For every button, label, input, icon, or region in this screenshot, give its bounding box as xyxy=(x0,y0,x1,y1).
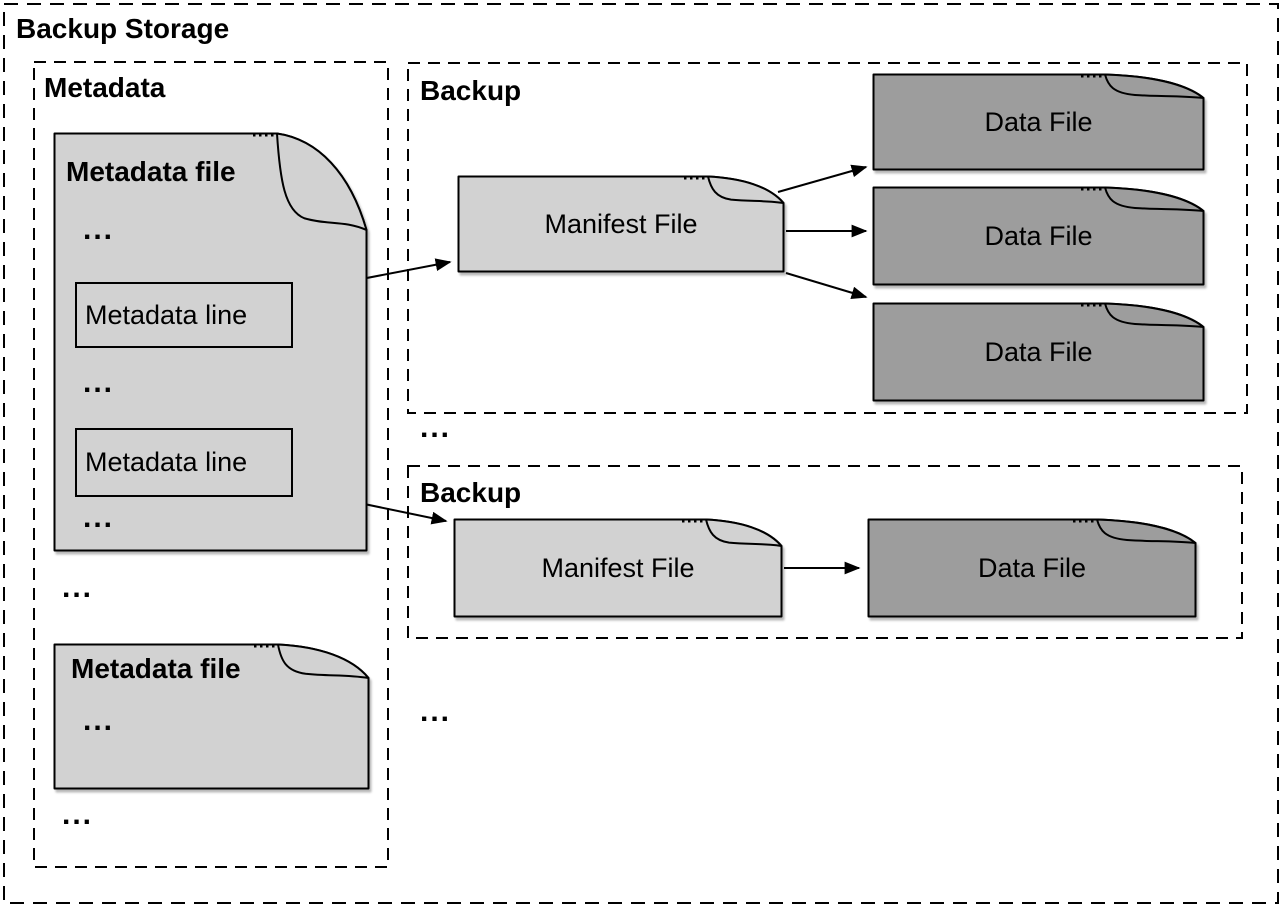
metadata-line-2: Metadata line xyxy=(75,428,293,497)
manifest-file-1: Manifest File xyxy=(457,175,785,273)
data-file-3-label: Data File xyxy=(984,337,1093,367)
file-fold-corner xyxy=(276,132,368,231)
metadata-file-1-title: Metadata file xyxy=(66,156,236,187)
file-fold-corner xyxy=(1096,518,1197,544)
metadata-line-2-label: Metadata line xyxy=(85,447,248,477)
metadata-file-1-ellipsis-3: ... xyxy=(83,501,115,534)
metadata-file-2-title: Metadata file xyxy=(71,653,241,684)
file-shape-svg xyxy=(53,643,370,790)
metadata-file-2: Metadata file ... xyxy=(53,643,370,790)
bottom-ellipsis: ... xyxy=(420,695,452,728)
file-shape-svg xyxy=(872,302,1205,402)
manifest-file-1-label: Manifest File xyxy=(544,209,698,239)
data-file-4: Data File xyxy=(867,518,1197,618)
metadata-group-ellipsis-1: ... xyxy=(62,571,94,604)
metadata-line-1-label: Metadata line xyxy=(85,299,248,330)
file-shape-svg xyxy=(867,518,1197,618)
file-fold-corner xyxy=(707,175,785,204)
manifest-file-2-label: Manifest File xyxy=(541,553,695,583)
arrow-manifest-1-to-data-file-3 xyxy=(785,272,868,299)
file-fold-corner xyxy=(277,643,370,679)
backups-ellipsis: ... xyxy=(420,411,452,444)
metadata-file-1: Metadata file ... Metadata line ... Meta… xyxy=(53,132,368,552)
metadata-file-1-ellipsis-2: ... xyxy=(83,366,115,399)
file-fold-corner xyxy=(1104,73,1205,99)
file-shape-svg xyxy=(872,73,1205,171)
file-shape-svg xyxy=(453,518,783,618)
metadata-line-1: Metadata line xyxy=(75,282,293,348)
file-shape-svg xyxy=(53,132,368,552)
data-file-3: Data File xyxy=(872,302,1205,402)
data-file-1-label: Data File xyxy=(984,107,1093,137)
data-file-1: Data File xyxy=(872,73,1205,171)
metadata-file-1-ellipsis-1: ... xyxy=(83,213,115,246)
file-fold-corner xyxy=(1104,302,1205,328)
arrow-manifest-1-to-data-file-1 xyxy=(777,164,868,193)
file-fold-corner xyxy=(705,518,783,547)
metadata-group-ellipsis-2: ... xyxy=(62,798,94,831)
manifest-file-2: Manifest File xyxy=(453,518,783,618)
backup-bottom-group-label: Backup xyxy=(420,477,522,508)
metadata-group-label: Metadata xyxy=(44,72,166,103)
backup-top-group-label: Backup xyxy=(420,75,522,106)
file-fold-corner xyxy=(1104,186,1205,212)
file-shape-svg xyxy=(457,175,785,273)
data-file-2: Data File xyxy=(872,186,1205,286)
metadata-file-2-ellipsis: ... xyxy=(83,704,115,737)
file-shape-svg xyxy=(872,186,1205,286)
data-file-2-label: Data File xyxy=(984,221,1093,251)
backup-storage-title: Backup Storage xyxy=(16,13,230,44)
data-file-4-label: Data File xyxy=(977,553,1087,583)
